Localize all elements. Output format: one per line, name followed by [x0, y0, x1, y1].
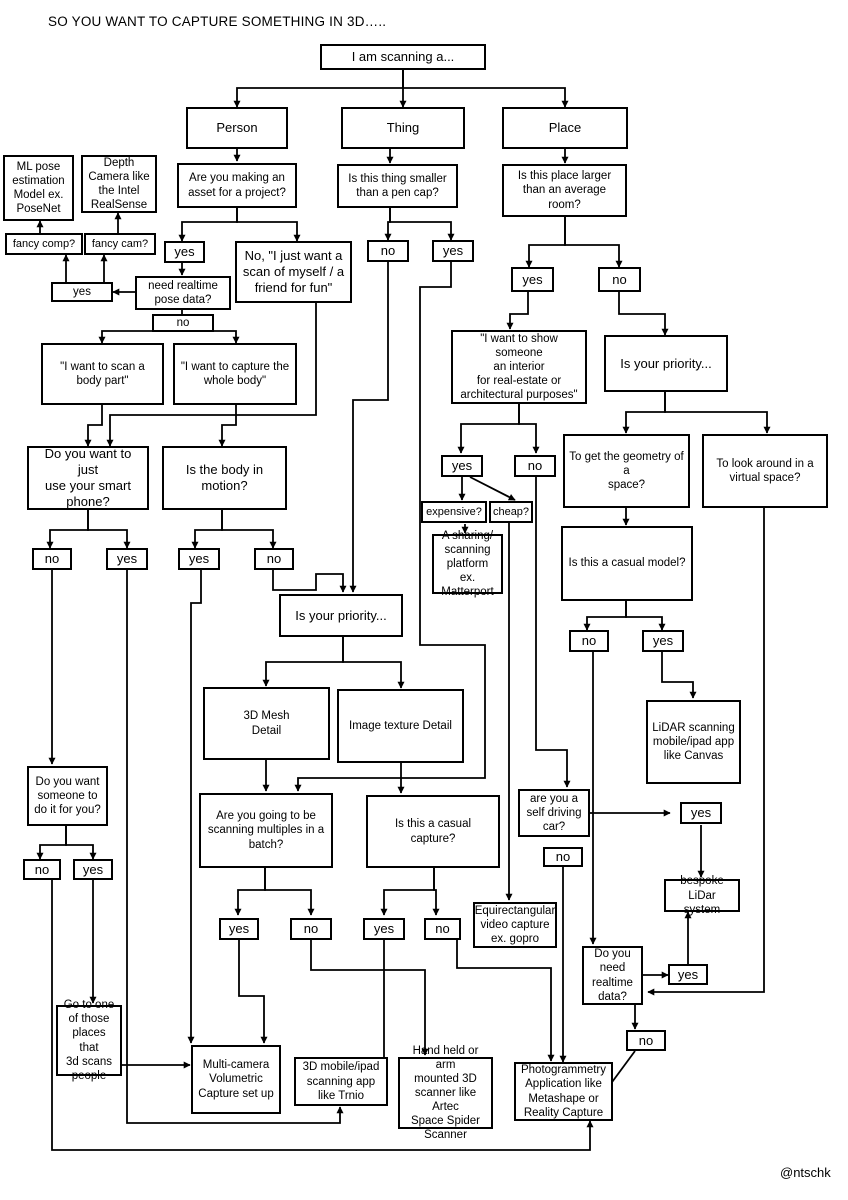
node-someone-else-question: Do you want someone to do it for you? — [27, 766, 108, 826]
node-yes-casual-capture: yes — [363, 918, 405, 940]
node-no-self-driving: no — [543, 847, 583, 867]
node-multi-camera-volumetric: Multi-camera Volumetric Capture set up — [191, 1045, 281, 1114]
node-no-room: no — [598, 267, 641, 292]
node-no-phone: no — [32, 548, 72, 570]
node-yes-pen-cap: yes — [432, 240, 474, 262]
node-realtime-pose-question: need realtime pose data? — [135, 276, 231, 310]
node-yes-phone: yes — [106, 548, 148, 570]
node-scan-body-part: "I want to scan a body part" — [41, 343, 164, 405]
node-bespoke-lidar: bespoke LiDar system — [664, 875, 740, 916]
node-photogrammetry: Photogrammetry Application like Metashap… — [514, 1062, 613, 1121]
node-priority-place: Is your priority... — [604, 335, 728, 392]
node-realtime-data-question: Do you need realtime data? — [582, 946, 643, 1005]
node-batch-question: Are you going to be scanning multiples i… — [199, 793, 333, 868]
node-look-around-virtual: To look around in a virtual space? — [702, 434, 828, 508]
node-yes-motion: yes — [178, 548, 220, 570]
node-no-interior: no — [514, 455, 556, 477]
node-room-size-question: Is this place larger than an average roo… — [502, 164, 627, 217]
node-body-motion-question: Is the body in motion? — [162, 446, 287, 510]
node-no-realtime: no — [626, 1030, 666, 1051]
node-priority-thing: Is your priority... — [279, 594, 403, 637]
node-yes-batch: yes — [219, 918, 259, 940]
node-matterport: A sharing/ scanning platform ex. Matterp… — [432, 530, 503, 598]
node-depth-camera: Depth Camera like the Intel RealSense — [81, 155, 157, 213]
node-equirectangular: Equirectangular video capture ex. gopro — [473, 902, 557, 948]
node-fancy-cam: fancy cam? — [84, 233, 156, 255]
node-yes-someone: yes — [73, 859, 113, 880]
node-no-pen-cap: no — [367, 240, 409, 262]
node-interior-real-estate: "I want to show someone an interior for … — [451, 330, 587, 404]
node-yes-interior: yes — [441, 455, 483, 477]
node-artec-scanner: Hand held or arm mounted 3D scanner like… — [398, 1045, 493, 1141]
node-ml-pose-estimation: ML pose estimation Model ex. PoseNet — [3, 155, 74, 221]
node-trnio-app: 3D mobile/ipad scanning app like Trnio — [294, 1057, 388, 1106]
node-fancy-comp: fancy comp? — [5, 233, 83, 255]
node-no-pose: no — [152, 314, 214, 332]
node-expensive: expensive? — [421, 501, 487, 523]
node-no-batch: no — [290, 918, 332, 940]
node-asset-question: Are you making an asset for a project? — [177, 163, 297, 208]
node-just-for-fun: No, "I just want a scan of myself / a fr… — [235, 241, 352, 303]
node-yes-asset: yes — [164, 241, 205, 263]
node-start: I am scanning a... — [320, 44, 486, 70]
node-no-motion: no — [254, 548, 294, 570]
node-pen-cap-question: Is this thing smaller than a pen cap? — [337, 164, 458, 208]
node-yes-room: yes — [511, 267, 554, 292]
node-smartphone-question: Do you want to just use your smart phone… — [27, 446, 149, 510]
node-no-casual-model: no — [569, 630, 609, 652]
node-mesh-detail: 3D Mesh Detail — [203, 687, 330, 760]
node-lidar-app: LiDAR scanning mobile/ipad app like Canv… — [646, 700, 741, 784]
node-scan-studio: Go to one of those places that 3d scans … — [56, 999, 122, 1082]
node-place: Place — [502, 107, 628, 149]
node-texture-detail: Image texture Detail — [337, 689, 464, 763]
node-yes-realtime: yes — [668, 964, 708, 985]
node-casual-model-question: Is this a casual model? — [561, 526, 693, 601]
node-casual-capture-question: Is this a casual capture? — [366, 795, 500, 868]
page-title: SO YOU WANT TO CAPTURE SOMETHING IN 3D….… — [48, 14, 387, 29]
node-thing: Thing — [341, 107, 465, 149]
node-geometry-of-space: To get the geometry of a space? — [563, 434, 690, 508]
node-person: Person — [186, 107, 288, 149]
node-yes-self-driving: yes — [680, 802, 722, 824]
node-yes-pose: yes — [51, 282, 113, 302]
node-no-casual-capture: no — [424, 918, 461, 940]
author-credit: @ntschk — [780, 1165, 831, 1180]
node-no-someone: no — [23, 859, 61, 880]
node-yes-casual-model: yes — [642, 630, 684, 652]
node-capture-whole-body: "I want to capture the whole body" — [173, 343, 297, 405]
node-self-driving-question: are you a self driving car? — [518, 789, 590, 837]
node-cheap: cheap? — [489, 501, 533, 523]
